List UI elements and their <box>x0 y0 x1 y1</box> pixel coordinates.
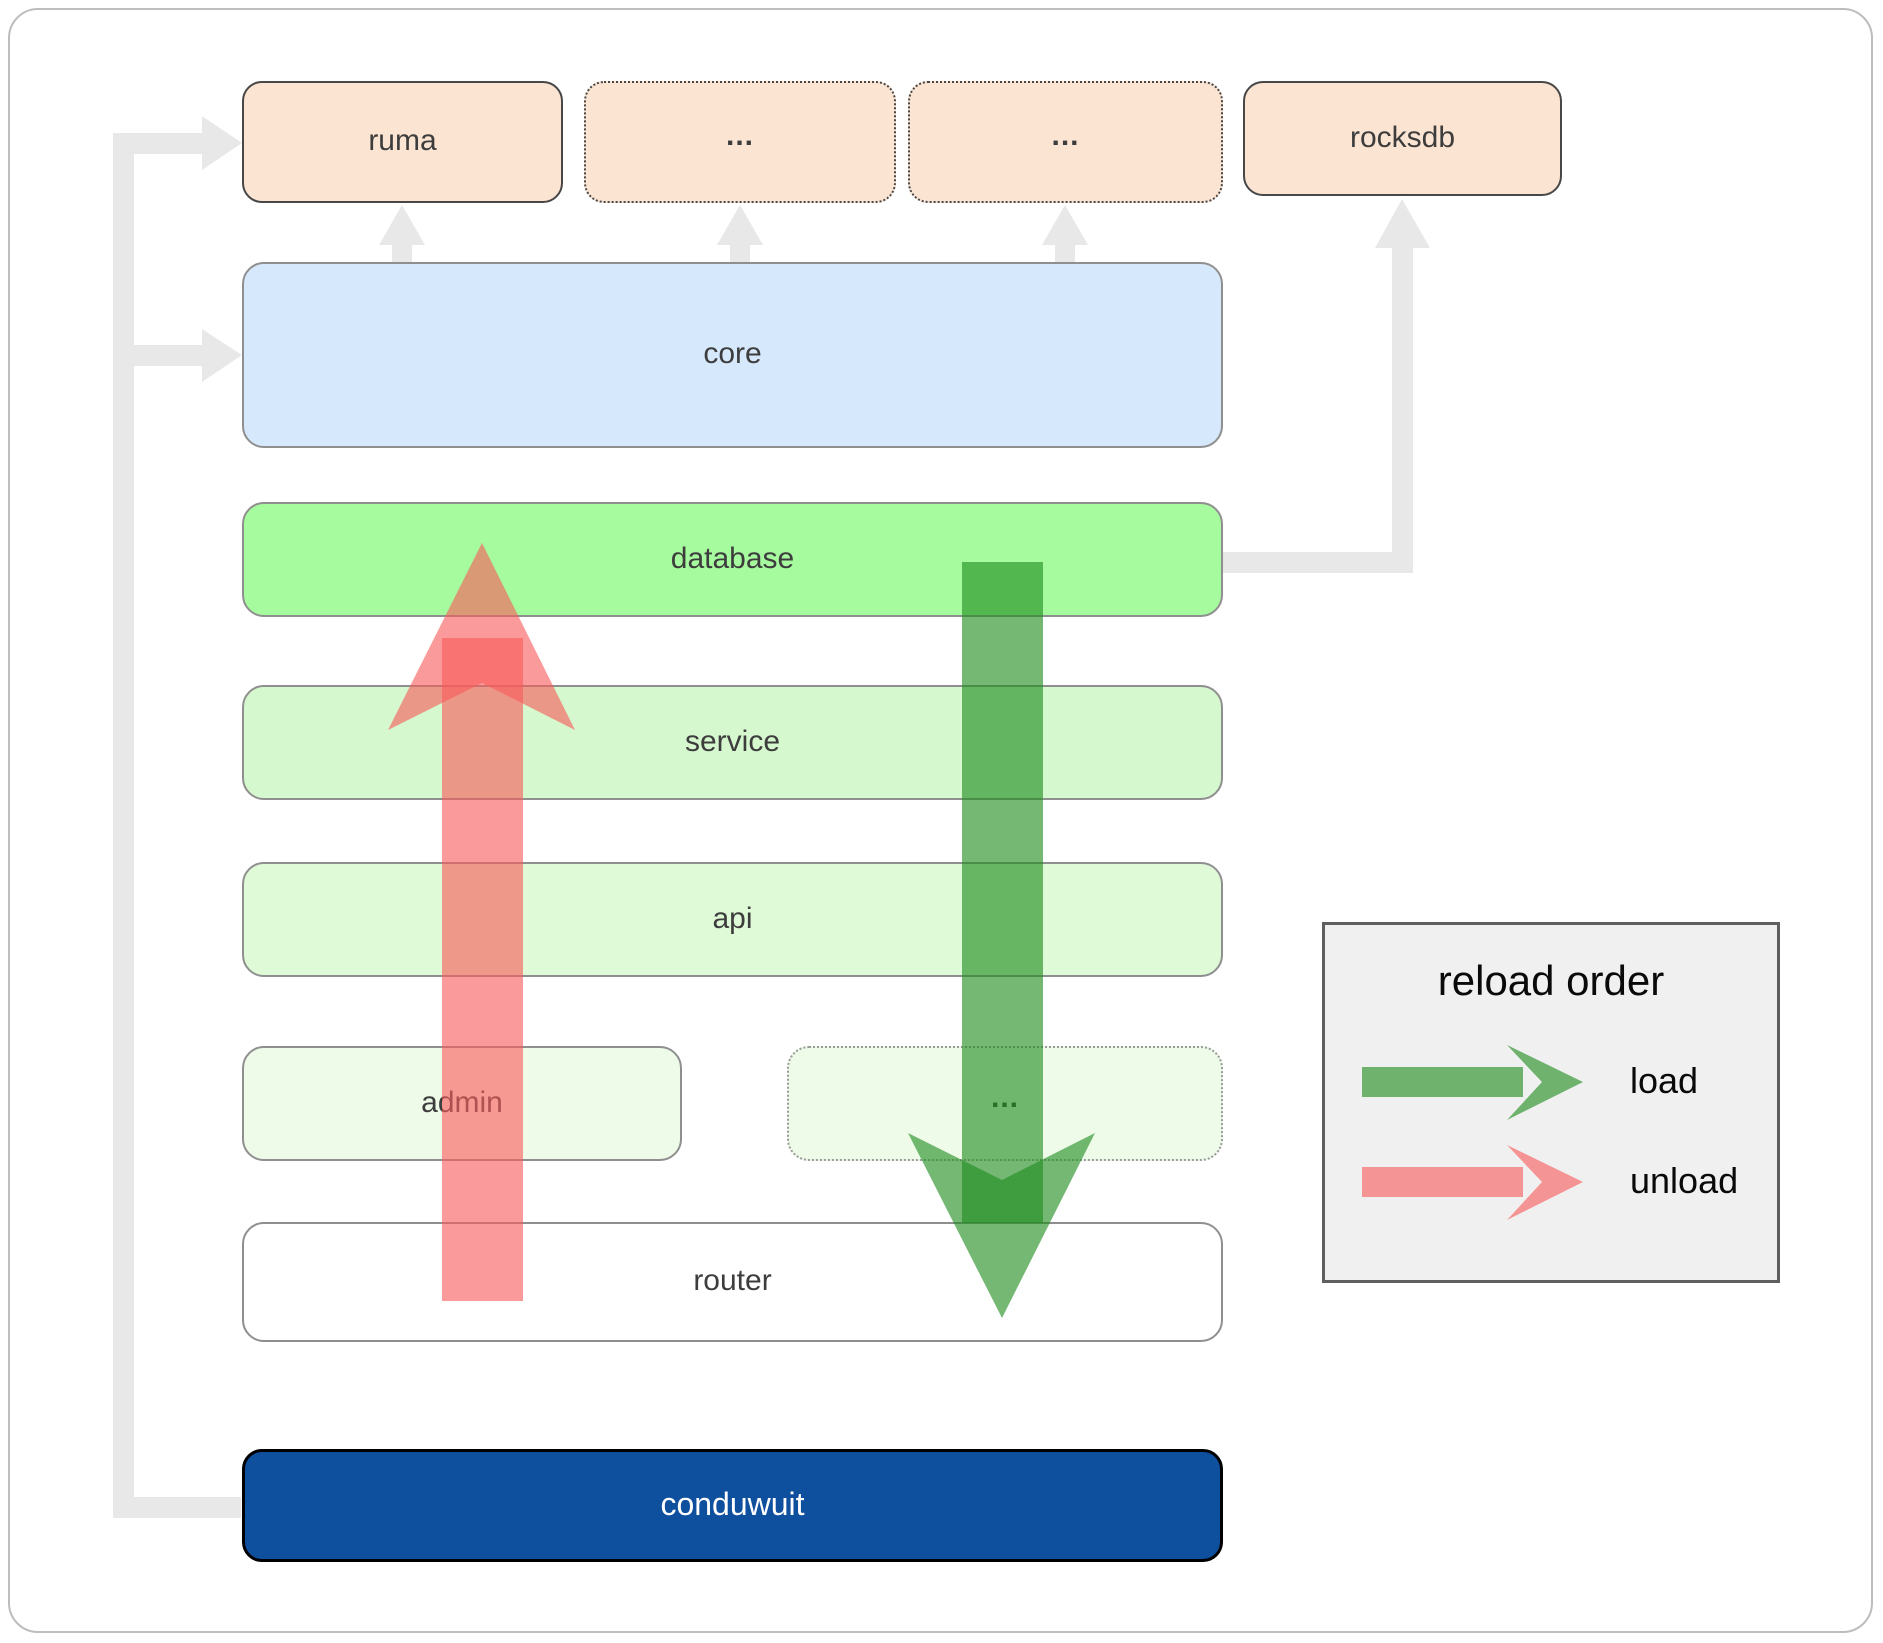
node-conduwuit: conduwuit <box>242 1449 1223 1562</box>
node-core: core <box>242 262 1223 448</box>
node-service: service <box>242 685 1223 800</box>
legend-box: reload order <box>1322 922 1780 1283</box>
node-api-label: api <box>712 901 753 935</box>
node-router-label: router <box>693 1264 772 1297</box>
node-conduwuit-label: conduwuit <box>660 1486 805 1522</box>
node-router: router <box>242 1222 1223 1342</box>
node-api: api <box>242 862 1223 977</box>
legend-load-label: load <box>1630 1060 1699 1101</box>
node-ellipsis-3-label: ... <box>990 1080 1019 1114</box>
node-ellipsis-3: ... <box>787 1046 1223 1161</box>
outer-frame <box>8 8 1873 1633</box>
node-admin-label: admin <box>421 1085 503 1119</box>
node-ellipsis-1: ... <box>584 81 896 203</box>
node-database-label: database <box>670 541 795 575</box>
node-core-label: core <box>703 337 762 370</box>
node-ellipsis-1-label: ... <box>725 119 754 152</box>
node-rocksdb-label: rocksdb <box>1349 120 1456 154</box>
node-service-label: service <box>684 724 781 758</box>
node-ruma-label: ruma <box>368 124 437 157</box>
node-admin: admin <box>242 1046 682 1161</box>
node-rocksdb: rocksdb <box>1243 81 1562 196</box>
legend-unload-label: unload <box>1630 1160 1739 1201</box>
node-database: database <box>242 502 1223 617</box>
node-ellipsis-2-label: ... <box>1051 119 1080 152</box>
node-ellipsis-2: ... <box>908 81 1223 203</box>
node-ruma: ruma <box>242 81 563 203</box>
legend-title: reload order <box>1437 957 1665 1004</box>
